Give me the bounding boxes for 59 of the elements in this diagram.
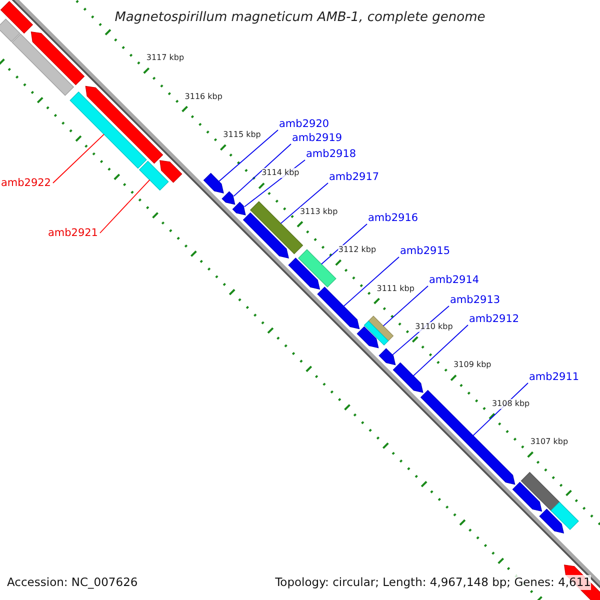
gene-bar <box>138 160 169 191</box>
scale-label: 3108 kbp <box>492 398 530 409</box>
gene-label: amb2916 <box>368 212 418 224</box>
scale-label: 3115 kbp <box>223 130 261 140</box>
gene-segment <box>539 508 564 534</box>
gene-segment <box>512 482 542 512</box>
gene-segment <box>30 31 85 86</box>
gene-segment <box>160 160 182 183</box>
gene-label: amb2915 <box>400 244 450 258</box>
scale-label: 3109 kbp <box>454 360 492 370</box>
gene-label: amb2922 <box>0 176 51 190</box>
gene-segment <box>242 212 289 258</box>
leader-line <box>100 180 150 234</box>
scale-label: 3107 kbp <box>530 437 568 448</box>
scale-label: 3117 kbp <box>146 53 184 64</box>
gene-label: amb2918 <box>306 148 356 160</box>
gene-label: amb2913 <box>450 294 500 306</box>
gene-bar <box>520 472 561 512</box>
scale-label: 3111 kbp <box>376 284 414 294</box>
gene-segment <box>378 348 396 366</box>
gene-label: amb2914 <box>429 274 480 286</box>
gene-segment <box>222 191 236 205</box>
accession-note: Accession: NC_007626 <box>7 575 138 590</box>
gene-bar <box>298 249 336 288</box>
gene-segment <box>420 390 516 485</box>
scale-label: 3112 kbp <box>338 245 376 256</box>
gene-segment <box>203 172 224 194</box>
gene-segment <box>392 362 424 393</box>
scale-label: 3114 kbp <box>262 168 300 178</box>
genome-stats: Topology: circular; Length: 4,967,148 bp; Genes: 4,611 <box>275 575 591 590</box>
gene-bar <box>12 34 74 96</box>
gene-bar <box>0 1 34 34</box>
gene-segment <box>288 258 320 290</box>
gene-label: amb2911 <box>529 370 580 384</box>
gene-segment <box>85 86 164 164</box>
gene-label: amb2921 <box>48 226 98 240</box>
leader-line <box>321 224 368 265</box>
gene-segment <box>317 286 360 330</box>
scale-label: 3110 kbp <box>415 322 453 332</box>
gene-label: amb2917 <box>329 170 380 184</box>
gene-label: amb2919 <box>292 132 342 144</box>
gene-segment <box>356 326 379 348</box>
leader-line <box>233 144 292 197</box>
gene-segment <box>232 202 246 216</box>
map-title: Magnetospirillum magneticum AMB-1, complete genome <box>114 9 486 26</box>
gene-bar <box>364 320 389 346</box>
gene-bar <box>0 18 20 42</box>
scale-label: 3116 kbp <box>184 92 222 102</box>
gene-bar <box>70 92 147 169</box>
leader-line <box>218 130 278 182</box>
leader-line <box>382 286 428 326</box>
scale-label: 3113 kbp <box>300 206 338 217</box>
leader-line <box>52 134 104 184</box>
gene-label: amb2912 <box>469 312 520 326</box>
leader-line <box>412 324 468 376</box>
gene-bar <box>368 316 394 342</box>
gene-label: amb2920 <box>279 118 330 130</box>
leader-line <box>343 256 400 307</box>
gene-bar <box>550 502 579 530</box>
